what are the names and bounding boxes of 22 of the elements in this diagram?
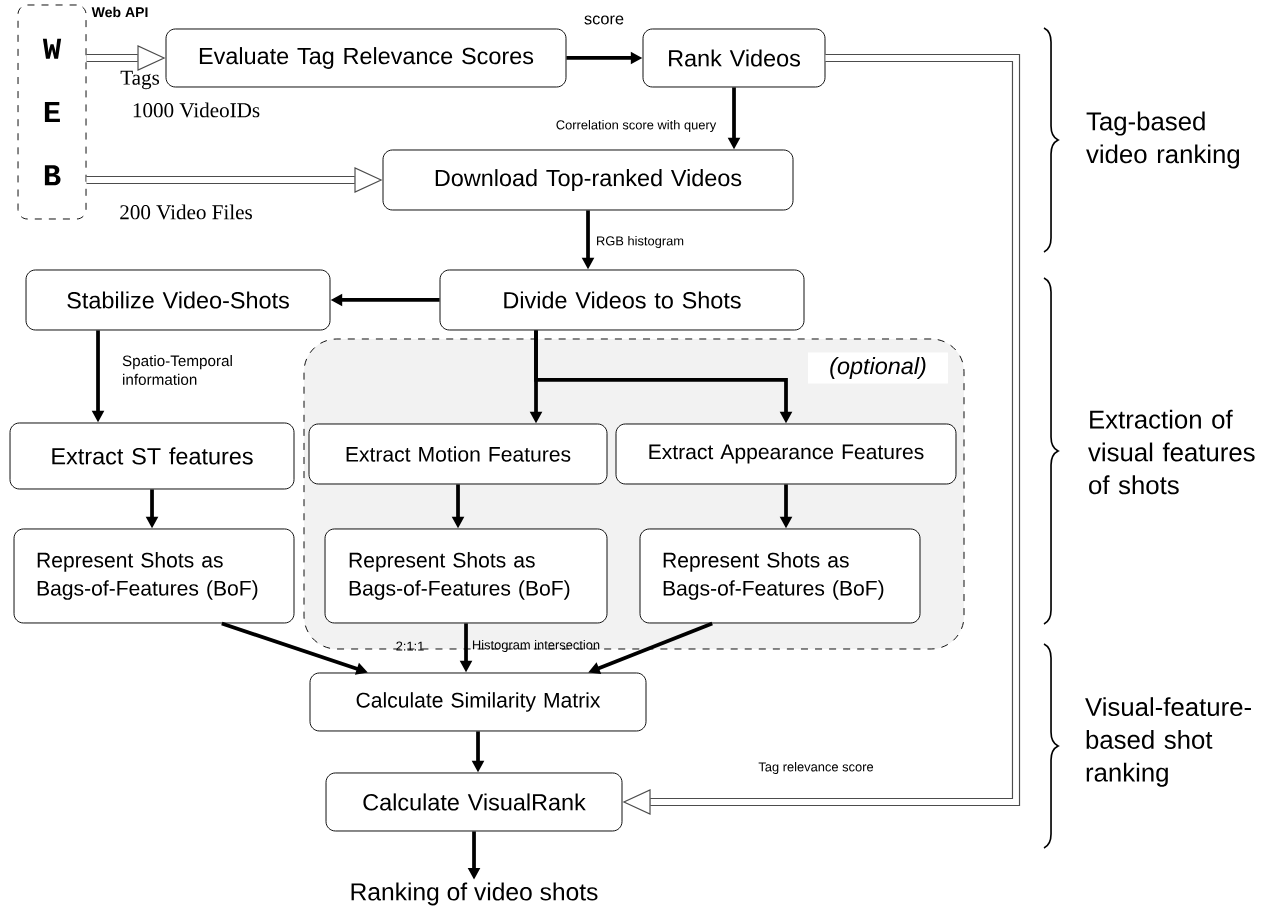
process-box: Stabilize Video-Shots <box>25 269 331 331</box>
process-box: Extract Appearance Features <box>615 423 957 485</box>
note: 1000 VideoIDs <box>133 102 260 118</box>
stage-label: Tag-based video ranking <box>1086 111 1240 169</box>
process-box: Download Top-ranked Videos <box>382 149 794 211</box>
stage-label: Extraction of visual features of shots <box>1088 409 1255 495</box>
process-box: Calculate VisualRank <box>325 772 623 832</box>
process-box: Represent Shots as Bags-of-Features (BoF) <box>639 528 921 624</box>
source-box: W E B <box>17 4 87 220</box>
edge-label: 200 Video Files <box>120 204 252 220</box>
process-box: Extract ST features <box>9 422 295 490</box>
process-box: Divide Videos to Shots <box>439 269 805 331</box>
note: Tags <box>120 70 160 90</box>
process-box: Represent Shots as Bags-of-Features (BoF) <box>324 528 608 624</box>
process-box: Extract Motion Features <box>308 423 608 485</box>
process-box: Evaluate Tag Relevance Scores <box>165 28 567 88</box>
output-text: Ranking of video shots <box>351 882 598 906</box>
stage-label: Visual-feature-based shot ranking <box>1085 697 1251 787</box>
process-box: Calculate Similarity Matrix <box>309 672 647 732</box>
process-box: Represent Shots as Bags-of-Features (BoF) <box>13 528 295 624</box>
edge-label: score <box>584 15 624 25</box>
process-box: Rank Videos <box>642 28 826 88</box>
